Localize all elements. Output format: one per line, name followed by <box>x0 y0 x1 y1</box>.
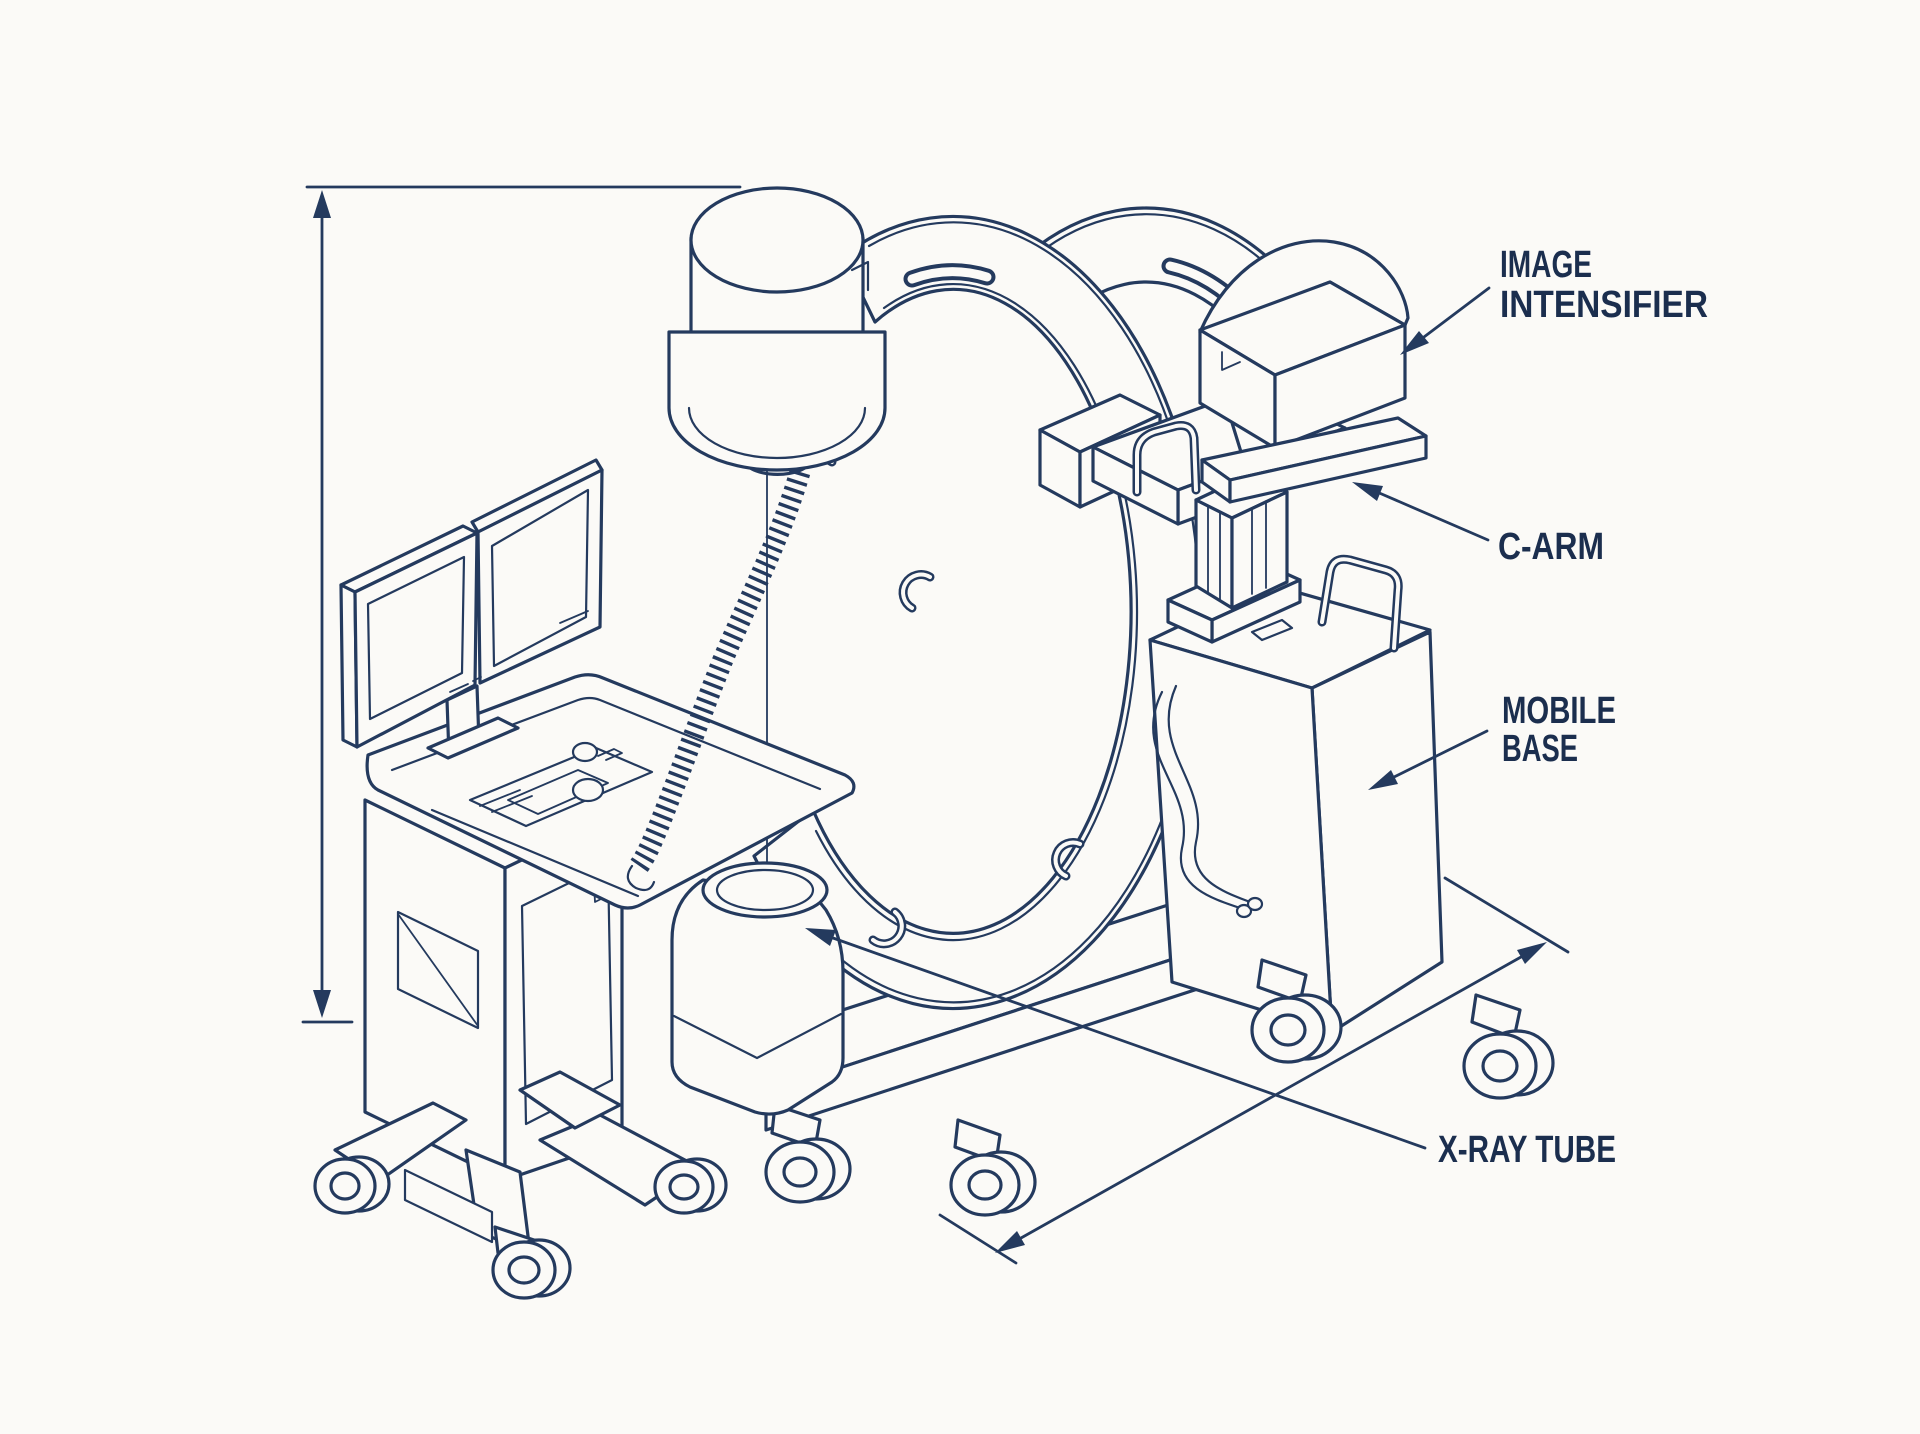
power-switch-icon <box>1250 618 1294 642</box>
image-intensifier-label-line2: INTENSIFIER <box>1500 284 1708 326</box>
mobile-base-callout: MOBILE BASE <box>1368 690 1616 790</box>
c-arm-label: C-ARM <box>1498 526 1604 568</box>
monitor-right <box>470 458 604 685</box>
footprint-tick-right <box>1443 876 1570 954</box>
c-arm-callout: C-ARM <box>1352 482 1604 568</box>
cart-caster-front <box>491 1225 572 1300</box>
arrowhead-icon <box>1352 482 1383 501</box>
x-ray-tube-callout: X-RAY TUBE <box>805 928 1616 1171</box>
arrow-up-icon <box>313 190 331 218</box>
cable-hook-icon <box>1051 838 1085 881</box>
leader-line <box>831 936 1427 1150</box>
arrow-down-icon <box>313 990 331 1018</box>
base-handle <box>1317 554 1403 653</box>
image-intensifier-callout: IMAGE INTENSIFIER <box>1400 244 1708 355</box>
hanging-cables <box>1152 684 1264 919</box>
image-intensifier-label-line1: IMAGE <box>1500 244 1592 286</box>
arrowhead-icon <box>1368 770 1398 790</box>
arrowhead-icon <box>1400 331 1429 355</box>
arrowhead-icon <box>805 928 836 946</box>
cable-hook-icon <box>868 907 907 949</box>
height-dimension <box>301 185 742 1024</box>
x-ray-tube-housing <box>670 861 845 1116</box>
arrow-upper-right-icon <box>1517 942 1547 964</box>
mobile-base-label-line2: BASE <box>1502 728 1578 770</box>
base-caster-rear <box>1462 993 1555 1100</box>
footprint-dimension-line <box>1019 955 1523 1240</box>
console-knob <box>571 741 599 763</box>
coiled-cable <box>626 469 811 892</box>
base-caster-front <box>1250 958 1343 1064</box>
leader-line <box>1390 729 1489 780</box>
cart-caster-left <box>313 1155 391 1215</box>
image-intensifier <box>1198 239 1428 504</box>
footprint-tick-left <box>938 1213 1018 1265</box>
leader-line <box>1375 490 1490 542</box>
cart-caster-right <box>653 1157 728 1215</box>
monitor-left <box>339 524 482 749</box>
carriage-handle <box>1132 421 1201 497</box>
lift-cylinder <box>667 186 887 476</box>
cart-tray <box>403 1168 494 1244</box>
x-ray-tube-label: X-RAY TUBE <box>1438 1129 1616 1171</box>
platform-caster-left <box>764 1103 852 1204</box>
console-knob <box>571 777 605 803</box>
cable-hook-icon <box>898 570 935 613</box>
footprint-dimension <box>938 876 1570 1265</box>
arrow-lower-left-icon <box>995 1231 1025 1253</box>
monitor-cart <box>313 458 856 1300</box>
mobile-base-label-line1: MOBILE <box>1502 690 1616 732</box>
platform-caster-mid <box>949 1118 1037 1217</box>
leader-line <box>1418 286 1491 342</box>
